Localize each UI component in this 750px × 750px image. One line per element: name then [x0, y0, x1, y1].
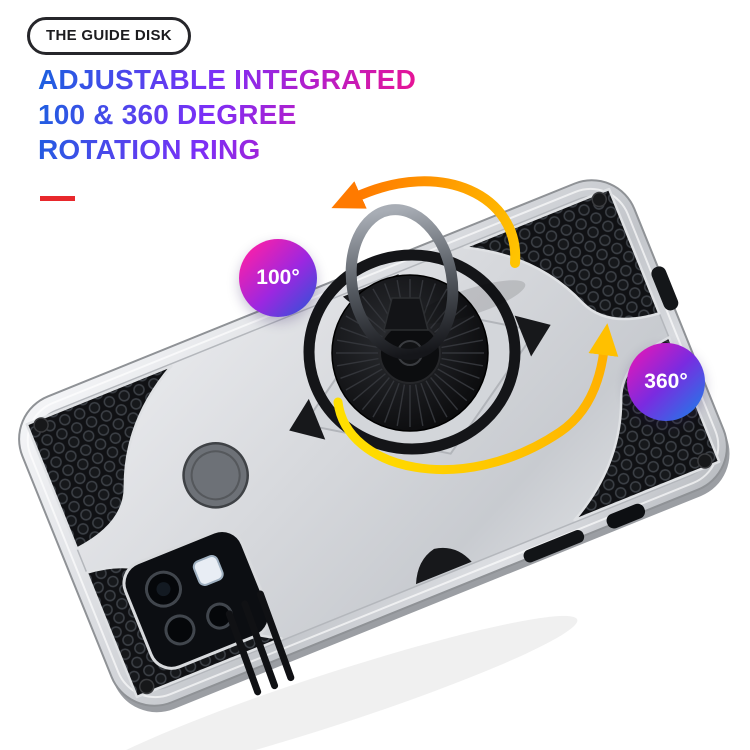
bevel-left-accent: [289, 398, 326, 440]
disc-radial-texture: [336, 279, 484, 427]
armor-corner-top-left: [25, 364, 173, 550]
case-edge-highlight: [26, 187, 720, 699]
badge-360-degree: 360°: [627, 343, 705, 421]
badge-100-degree: 100°: [239, 239, 317, 317]
camera-flash: [192, 555, 224, 586]
badge-100-label: 100°: [256, 266, 300, 289]
accent-dash: [40, 196, 75, 201]
camera-lens-2: [164, 614, 196, 646]
kickstand-hoop: [345, 204, 459, 360]
case-shadow: [82, 615, 578, 750]
hoop-shadow: [414, 280, 526, 324]
edge-tab-bottom: [416, 547, 472, 585]
camera-lens-main-glass: [156, 582, 171, 597]
hoop-hinge: [383, 297, 429, 331]
bevel-right-accent: [514, 315, 551, 357]
rotation-arrow-360: [333, 323, 619, 475]
volume-button: [523, 530, 585, 563]
rotating-ring-track: [303, 249, 521, 455]
ring-kickstand: [303, 204, 526, 455]
bottom-grille-slots: [225, 590, 295, 696]
rotation-arrow-100: [331, 176, 521, 268]
edge-port-slot: [651, 266, 679, 311]
corner-screws: [33, 191, 713, 695]
guide-disk-label: THE GUIDE DISK: [46, 27, 172, 44]
badge-360-label: 360°: [644, 370, 688, 393]
fingerprint-sensor: [182, 442, 249, 509]
armor-corner-top-right: [463, 187, 661, 321]
guide-disk-badge: THE GUIDE DISK: [27, 17, 191, 55]
power-button: [606, 503, 646, 529]
fingerprint-ring: [190, 450, 241, 501]
